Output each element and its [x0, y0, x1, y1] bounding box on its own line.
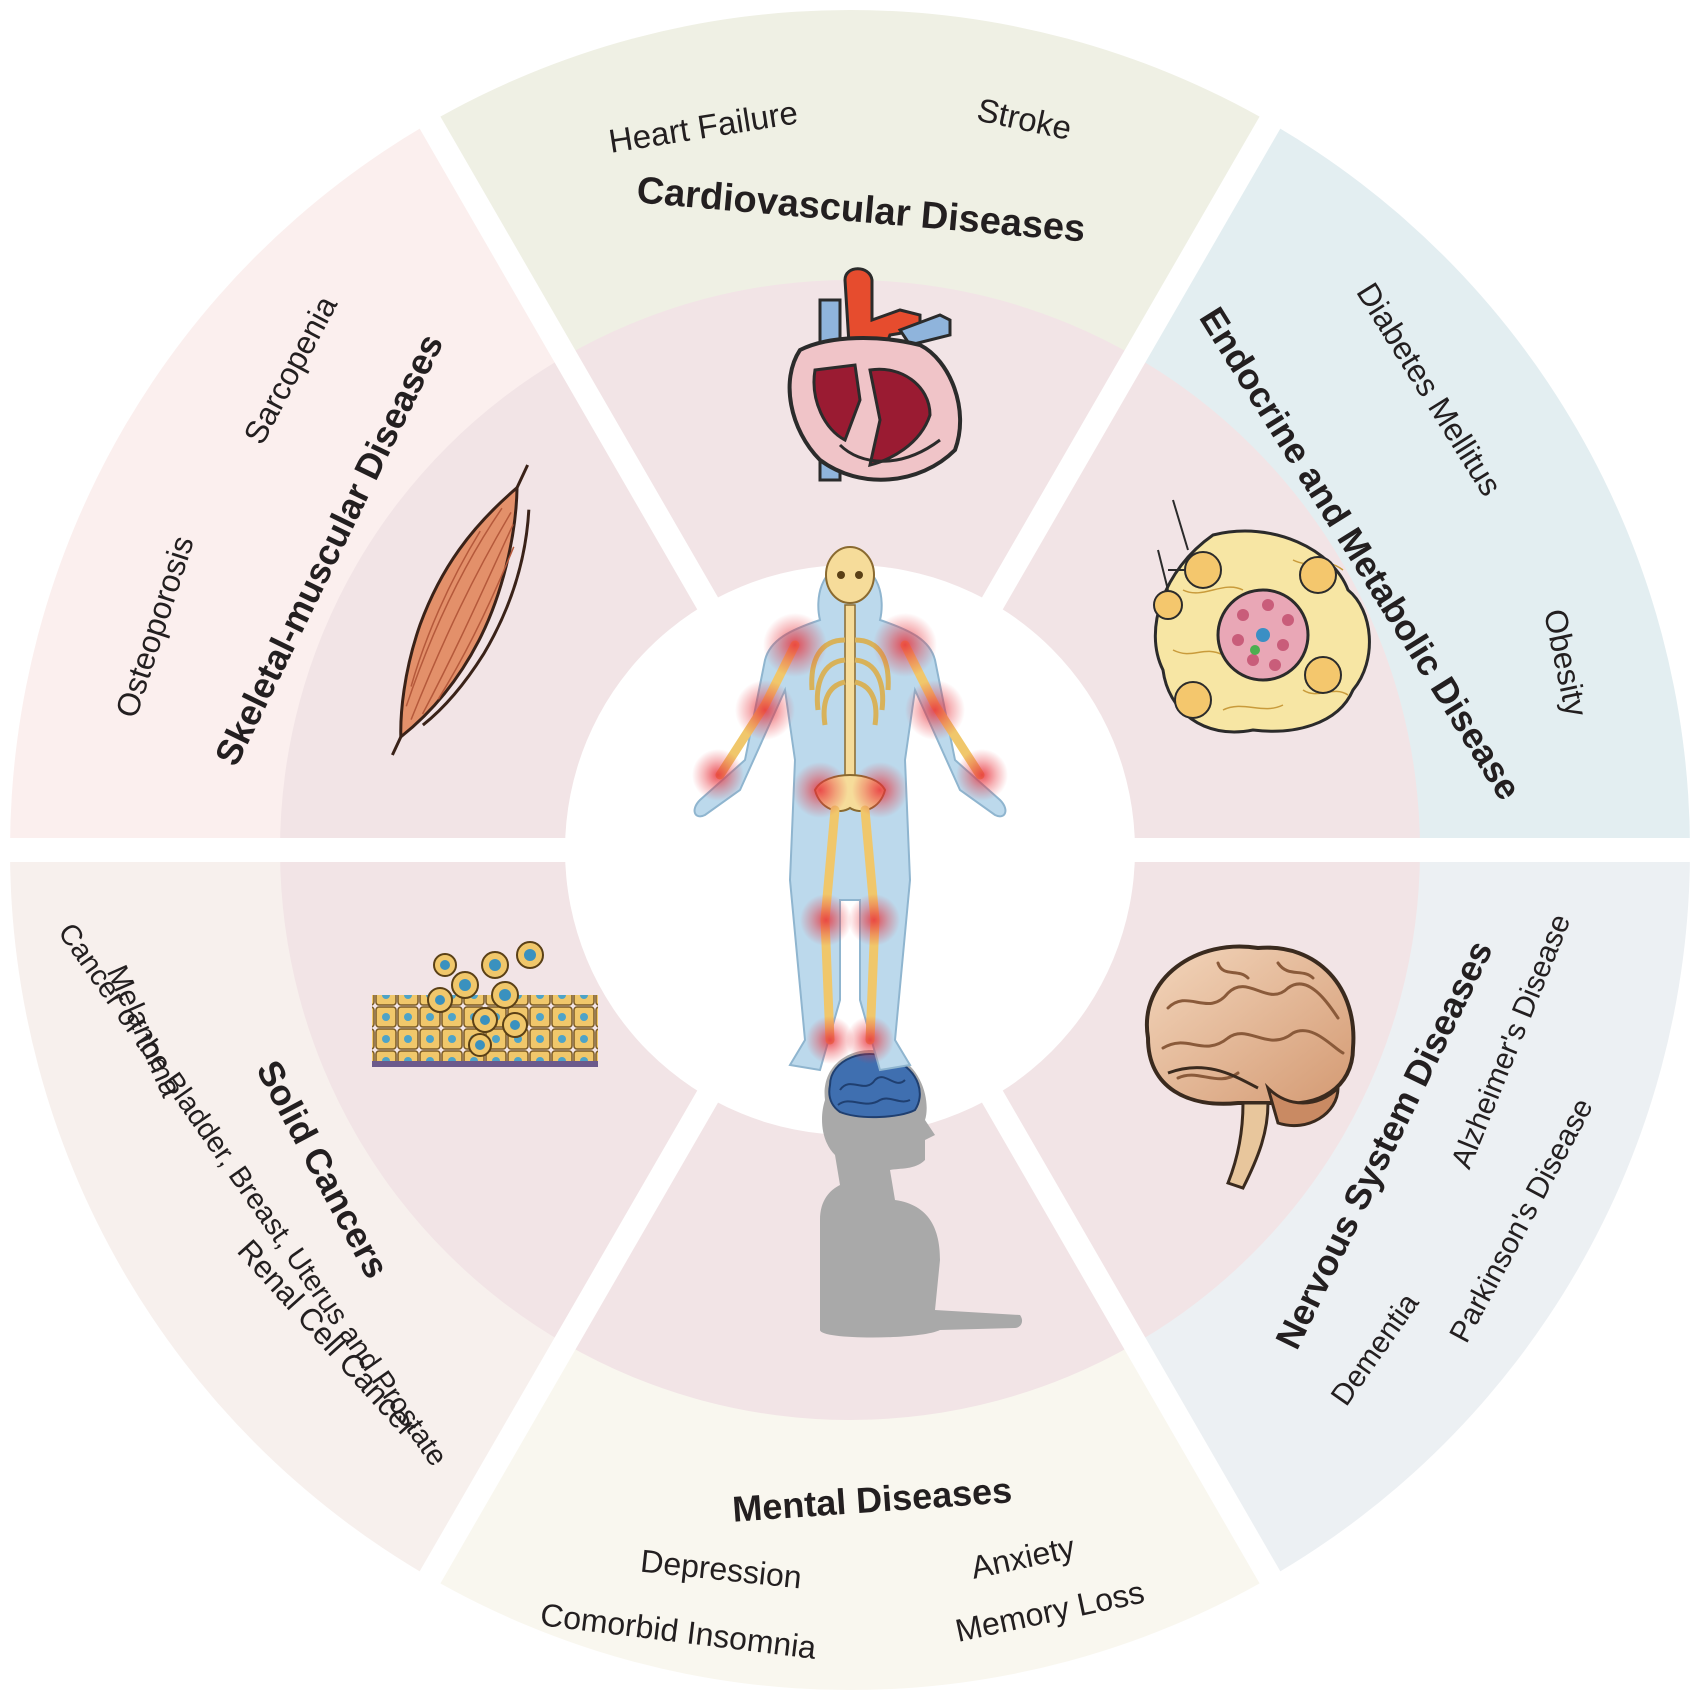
human-skeleton-icon [692, 546, 1008, 1072]
heart-icon [787, 267, 963, 482]
human-head-brain-icon [820, 1050, 1023, 1338]
brain-icon [1144, 944, 1356, 1190]
muscle-icon [391, 464, 531, 756]
pancreas-islet-icon [1153, 499, 1371, 734]
tumor-tissue-icon [372, 941, 598, 1067]
